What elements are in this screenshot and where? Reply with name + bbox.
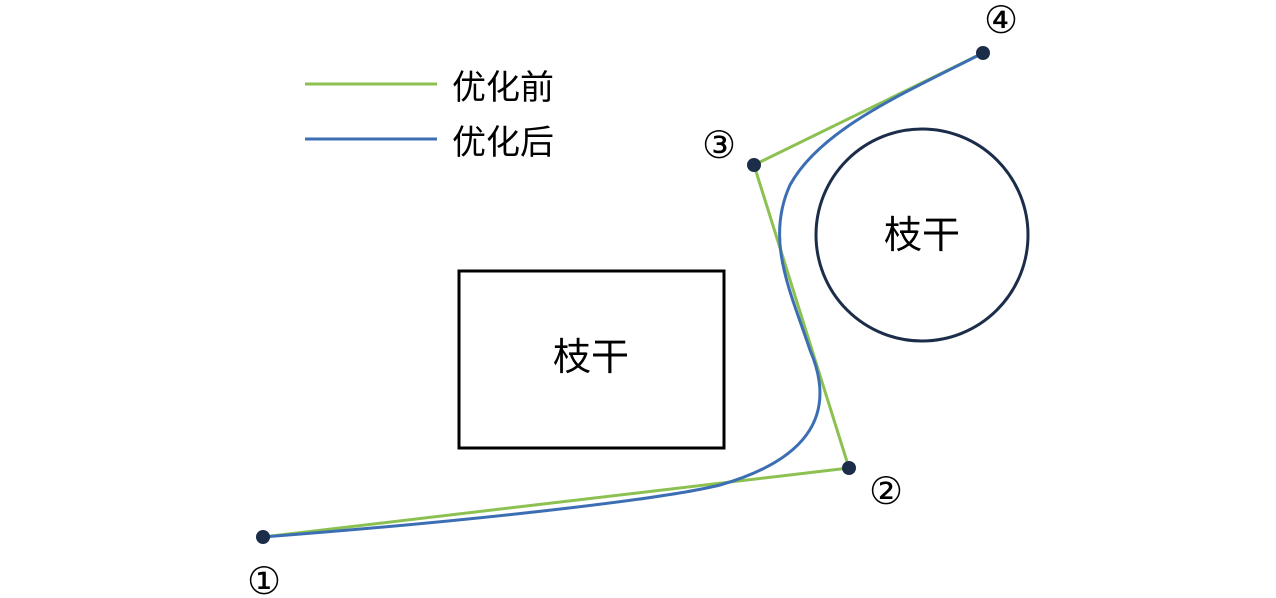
obstacle-rectangle-label: 枝干 [553, 335, 629, 379]
waypoint-4-label: ④ [984, 0, 1018, 42]
obstacle-circle: 枝干 [814, 127, 1030, 343]
waypoint-4-marker [976, 46, 990, 60]
waypoint-labels: ① ② ③ ④ [247, 0, 1018, 598]
waypoint-1-marker [256, 530, 270, 544]
legend: 优化前 优化后 [305, 68, 554, 163]
legend-after-label: 优化后 [452, 123, 554, 163]
legend-before-label: 优化前 [452, 68, 554, 108]
waypoint-markers [256, 46, 990, 544]
obstacle-rectangle-outline [457, 269, 726, 450]
waypoint-3-label: ③ [702, 123, 736, 167]
path-before-optimization [262, 51, 984, 539]
waypoint-3-marker [747, 158, 761, 172]
waypoint-1-label: ① [247, 559, 281, 598]
obstacle-rectangle: 枝干 [457, 269, 726, 450]
waypoint-2-marker [842, 461, 856, 475]
obstacle-circle-outline [814, 127, 1030, 343]
path-after-optimization [262, 51, 984, 539]
waypoint-2-label: ② [869, 469, 903, 513]
obstacle-circle-label: 枝干 [884, 213, 960, 257]
